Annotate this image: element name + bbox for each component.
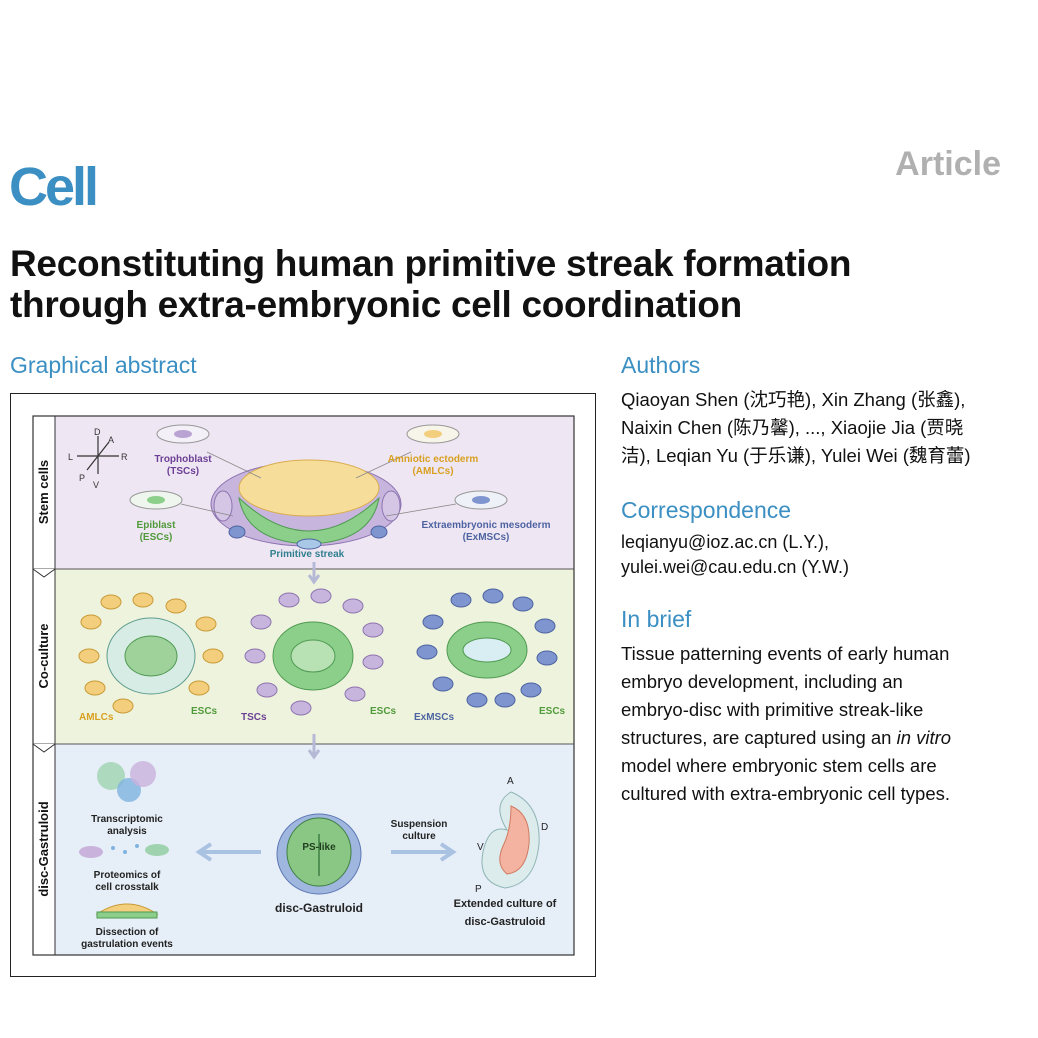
escs-label: (ESCs): [140, 532, 173, 543]
in-vitro-italic: in vitro: [896, 727, 952, 748]
axis-indicator: [77, 436, 119, 474]
embryo-d-label: D: [541, 822, 548, 833]
embryo-disc-illustration: [210, 459, 402, 550]
primitive-streak-label: Primitive streak: [270, 549, 345, 560]
escs-cc-label-1: ESCs: [191, 706, 218, 717]
esc-dish: [129, 490, 183, 510]
title-line-1: Reconstituting human primitive streak fo…: [10, 243, 852, 284]
authors-heading: Authors: [621, 352, 701, 378]
in-brief-heading: In brief: [621, 606, 692, 632]
amlcs-cc-label: AMLCs: [79, 712, 114, 723]
email-link-yw[interactable]: yulei.wei@cau.edu.cn (Y.W.): [621, 557, 850, 577]
amniotic-label: Amniotic ectoderm: [388, 454, 479, 465]
article-title: Reconstituting human primitive streak fo…: [10, 243, 1020, 325]
disc-gastruloid-illustration: [276, 813, 362, 895]
axis-r: R: [121, 452, 128, 462]
proteomics-label-2: cell crosstalk: [95, 882, 159, 893]
suspension-label-2: culture: [402, 831, 436, 842]
chevron-marker-2: [32, 743, 56, 753]
escs-cc-label-2: ESCs: [370, 706, 397, 717]
aml-esc-coculture: [78, 592, 224, 714]
arrow-left: [195, 842, 261, 862]
exm-esc-coculture: [416, 588, 558, 708]
exm-dish: [454, 490, 508, 510]
in-brief-line: embryo-disc with primitive streak-like: [621, 699, 924, 720]
dissection-label-1: Dissection of: [96, 927, 159, 938]
tscs-cc-label: TSCs: [241, 712, 267, 723]
article-type-label: Article: [895, 145, 1001, 183]
in-brief-line: structures, are captured using an in vit…: [621, 724, 1026, 752]
title-line-2: through extra-embryonic cell coordinatio…: [10, 284, 742, 325]
axis-a: A: [108, 435, 114, 445]
dissection-illustration: [95, 903, 159, 919]
arrow-down-1: [307, 562, 321, 585]
correspondence-heading: Correspondence: [621, 497, 792, 523]
authors-line: Qiaoyan Shen (沈巧艳), Xin Zhang (张鑫),: [621, 389, 966, 410]
tsc-dish: [156, 424, 210, 444]
extended-embryo-illustration: [481, 791, 540, 889]
exmscs-label: (ExMSCs): [463, 532, 510, 543]
proteomics-label-1: Proteomics of: [94, 870, 161, 881]
in-brief-line: model where embryonic stem cells are: [621, 755, 937, 776]
dissection-label-2: gastrulation events: [81, 939, 173, 950]
tsc-esc-coculture: [244, 588, 384, 716]
email-link-ly[interactable]: leqianyu@ioz.ac.cn (L.Y.),: [621, 532, 830, 552]
journal-logo: Cell: [9, 157, 99, 217]
chevron-marker-1: [32, 568, 56, 578]
transcriptomic-blob: [97, 761, 156, 802]
figure-inner-border: [32, 415, 575, 956]
embryo-v-label: V: [477, 842, 484, 853]
ps-like-label: PS-like: [302, 842, 336, 853]
graphical-abstract-figure: Stem cells Co-culture disc-Gastruloid D …: [10, 393, 596, 977]
aml-dish: [406, 424, 460, 444]
correspondence-list: leqianyu@ioz.ac.cn (L.Y.), yulei.wei@cau…: [621, 530, 1021, 580]
trophoblast-label: Trophoblast: [154, 454, 212, 465]
extraembryonic-label: Extraembryonic mesoderm: [422, 520, 551, 531]
proteomics-dots: [79, 844, 169, 858]
axis-l: L: [68, 452, 73, 462]
in-brief-line: cultured with extra-embryonic cell types…: [621, 783, 951, 804]
gastruloid-side-label: disc-Gastruloid: [36, 801, 51, 896]
tsc-leader: [206, 451, 262, 479]
stem-cells-side-label: Stem cells: [36, 460, 51, 524]
graphical-abstract-heading: Graphical abstract: [10, 352, 197, 378]
exm-leader: [385, 503, 457, 517]
aml-leader: [355, 451, 412, 479]
in-brief-text: Tissue patterning events of early human …: [621, 640, 1026, 808]
esc-leader: [180, 503, 234, 517]
embryo-p-label: P: [475, 884, 482, 895]
extended-label-2: disc-Gastruloid: [465, 916, 546, 928]
in-brief-line: embryo development, including an: [621, 671, 903, 692]
in-brief-line: Tissue patterning events of early human: [621, 643, 950, 664]
escs-cc-label-3: ESCs: [539, 706, 566, 717]
disc-gastruloid-label: disc-Gastruloid: [275, 901, 363, 915]
authors-line: Naixin Chen (陈乃馨), ..., Xiaojie Jia (贾晓: [621, 417, 964, 438]
suspension-label-1: Suspension: [391, 819, 448, 830]
authors-list: Qiaoyan Shen (沈巧艳), Xin Zhang (张鑫), Naix…: [621, 386, 1021, 470]
arrow-right: [391, 842, 457, 862]
axis-p: P: [79, 473, 85, 483]
graphical-abstract-svg: Stem cells Co-culture disc-Gastruloid D …: [32, 415, 575, 956]
coculture-side-label: Co-culture: [36, 624, 51, 689]
embryo-a-label: A: [507, 776, 514, 787]
tscs-label: (TSCs): [167, 466, 199, 477]
authors-line: 洁), Leqian Yu (于乐谦), Yulei Wei (魏育蕾): [621, 445, 971, 466]
epiblast-label: Epiblast: [137, 520, 177, 531]
axis-v: V: [93, 480, 99, 490]
extended-label-1: Extended culture of: [454, 898, 557, 910]
amlcs-label: (AMLCs): [412, 466, 453, 477]
transcriptomic-label-1: Transcriptomic: [91, 814, 163, 825]
arrow-down-2: [307, 734, 321, 760]
exmscs-cc-label: ExMSCs: [414, 712, 454, 723]
axis-d: D: [94, 427, 101, 437]
in-brief-line-4-text: structures, are captured using an: [621, 727, 897, 748]
transcriptomic-label-2: analysis: [107, 826, 147, 837]
